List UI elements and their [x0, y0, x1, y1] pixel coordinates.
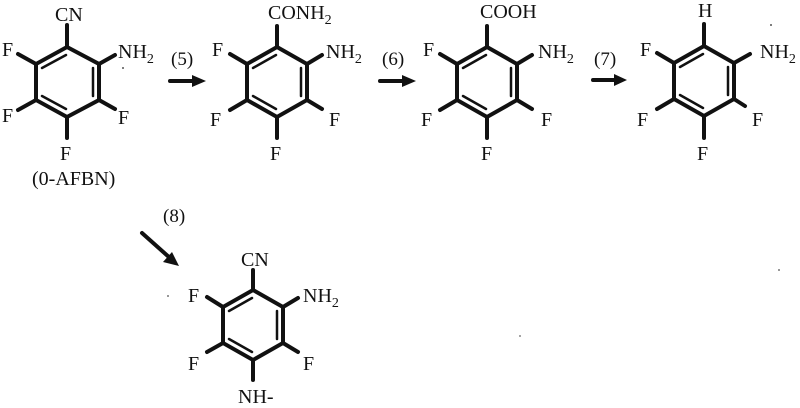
- substituent-bottom: F: [60, 143, 71, 165]
- reaction-arrow-6: (6): [378, 49, 416, 87]
- substituent-lower-right: F: [329, 109, 340, 131]
- substituent-lower-right: F: [303, 353, 314, 375]
- arrow-head-icon: [192, 75, 206, 87]
- substituent-upper-left: F: [212, 39, 223, 61]
- substituent-lower-left: F: [188, 353, 199, 375]
- scan-speck: [770, 24, 772, 26]
- scan-speck: [122, 67, 124, 69]
- molecule-substituted: CN NH2 F F F NH-: [188, 249, 339, 408]
- molecule-aniline: H NH2 F F F F: [637, 0, 796, 165]
- substituent-lower-left: F: [637, 109, 648, 131]
- substituent-top: CN: [55, 4, 83, 26]
- step-label: (8): [163, 206, 185, 227]
- molecule-o-afbn: CN NH2 F F F F (0-AFBN): [2, 4, 154, 190]
- molecule-acid: COOH NH2 F F F F: [421, 1, 574, 165]
- substituent-top: COOH: [480, 1, 537, 23]
- step-label: (6): [382, 49, 404, 70]
- substituent-top: CN: [241, 249, 269, 271]
- reaction-arrow-8: (8): [140, 206, 185, 266]
- substituent-bottom: F: [481, 143, 492, 165]
- reaction-arrow-5: (5): [168, 49, 206, 87]
- substituent-lower-right: F: [541, 109, 552, 131]
- molecule-caption: (0-AFBN): [32, 168, 115, 190]
- substituent-upper-left: F: [2, 39, 13, 61]
- substituent-upper-right: NH2: [760, 41, 796, 67]
- substituent-top: H: [698, 0, 712, 22]
- step-label: (5): [171, 49, 193, 70]
- substituent-upper-right: NH2: [538, 41, 574, 67]
- substituent-upper-left: F: [188, 285, 199, 307]
- substituent-upper-right: NH2: [303, 285, 339, 311]
- scan-speck: [167, 295, 169, 297]
- scan-speck: [778, 269, 780, 271]
- molecule-amide: CONH2 NH2 F F F F: [210, 2, 362, 165]
- substituent-lower-left: F: [421, 109, 432, 131]
- substituent-upper-right: NH2: [118, 41, 154, 67]
- step-label: (7): [594, 49, 616, 70]
- substituent-bottom: F: [697, 143, 708, 165]
- substituent-lower-left: F: [210, 109, 221, 131]
- substituent-bottom: F: [270, 143, 281, 165]
- substituent-upper-left: F: [423, 39, 434, 61]
- substituent-lower-right: F: [118, 107, 129, 129]
- arrow-head-icon: [163, 252, 179, 266]
- substituent-upper-right: NH2: [326, 41, 362, 67]
- arrow-head-icon: [614, 74, 627, 86]
- arrow-head-icon: [402, 75, 416, 87]
- substituent-top: CONH2: [268, 2, 332, 28]
- substituent-lower-right: F: [752, 109, 763, 131]
- substituent-lower-left: F: [2, 105, 13, 127]
- substituent-bottom: NH-: [238, 386, 274, 408]
- scan-speck: [519, 335, 521, 337]
- reaction-arrow-7: (7): [591, 49, 627, 86]
- substituent-upper-left: F: [640, 39, 651, 61]
